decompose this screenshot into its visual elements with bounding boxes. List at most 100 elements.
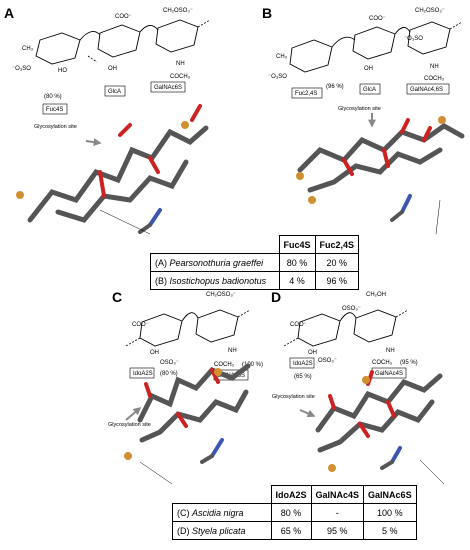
table-header: GalNAc6S [363, 485, 417, 504]
percent-b: (96 %) [326, 84, 344, 90]
table-cell: 4 % [278, 271, 316, 290]
connector-line-b [435, 199, 441, 235]
residue-galnac4s-d: GalNAc4S [375, 371, 403, 377]
chem-ch2oso3-a: CH₂OSO₃⁻ [163, 8, 193, 14]
glycosylation-site-c: Glycosylation site [108, 422, 151, 428]
chem-coo-d: COO⁻ [290, 322, 307, 328]
chem-ho-a: HO [58, 68, 67, 74]
residue-fuc4s-a: Fuc4S [46, 107, 63, 113]
chem-ch2oso3-b: CH₂OSO₃⁻ [415, 8, 445, 14]
glycosylation-site-d: Glycosylation site [272, 394, 315, 400]
row-label: (B) [155, 275, 167, 286]
structure-d [283, 309, 409, 347]
table-cell: 65 % [270, 521, 312, 540]
residue-galnac6s-a: GalNAc6S [154, 85, 182, 91]
chem-o3so-b2: ⁻O₃SO [404, 36, 423, 42]
residue-glca-a: GlcA [108, 89, 121, 95]
table-row: (C) Ascidia nigra 80 % - 100 % [172, 503, 417, 522]
table-header-row: Fuc4S Fuc2,4S [150, 235, 360, 254]
table-species-cell: (B) Isostichopus badionotus [150, 271, 280, 290]
species-name: Ascidia nigra [192, 507, 244, 518]
species-name: Isostichopus badionotus [169, 275, 267, 286]
structure-b [289, 21, 463, 73]
table-species-cell: (A) Pearsonothuria graeffei [150, 253, 280, 272]
table-header: GalNAc4S [310, 485, 365, 504]
chem-o3so-b: ⁻O₃SO [268, 74, 287, 80]
table-cell: 96 % [314, 271, 360, 290]
chem-nh-d: NH [386, 348, 395, 354]
percent-d1: (65 %) [294, 374, 312, 380]
residue-fuc24s-b: Fuc2,4S [295, 91, 317, 97]
table-corner [172, 485, 272, 504]
composition-table-1: Fuc4S Fuc2,4S (A) Pearsonothuria graeffe… [150, 235, 360, 290]
chem-coo-a: COO⁻ [115, 14, 132, 20]
table-cell: 20 % [314, 253, 360, 272]
panel-letter-a: A [4, 5, 14, 21]
panel-letter-c: C [112, 289, 122, 305]
table-header: Fuc2,4S [314, 235, 360, 254]
table-species-cell: (D) Styela plicata [172, 521, 272, 540]
chem-coch3-b: COCH₃ [424, 76, 445, 82]
table-corner [150, 235, 280, 254]
chem-ch2oso3-c: CH₂OSO₃⁻ [206, 292, 236, 298]
molecule-model-c [124, 363, 251, 464]
structure-a [35, 19, 211, 65]
table-header: Fuc4S [278, 235, 316, 254]
table-cell: 100 % [363, 503, 417, 522]
species-name: Styela plicata [192, 525, 246, 536]
chem-coo-c: COO⁻ [132, 322, 149, 328]
table-cell: 80 % [278, 253, 316, 272]
percent-d2: (95 %) [400, 360, 418, 366]
connector-line-d [419, 459, 445, 485]
chem-o3so-a: ⁻O₃SO [12, 66, 31, 72]
panel-letter-d: D [271, 289, 281, 305]
chem-coch3-c: COCH₃ [214, 362, 235, 368]
table-row: (B) Isostichopus badionotus 4 % 96 % [150, 271, 360, 290]
row-label: (C) [177, 507, 190, 518]
chem-coch3-d: COCH₃ [372, 360, 393, 366]
row-label: (D) [177, 525, 190, 536]
glycosylation-site-b: Glycosylation site [338, 106, 381, 112]
table-cell: - [310, 503, 365, 522]
table-cell: 80 % [270, 503, 312, 522]
residue-glca-b: GlcA [363, 87, 376, 93]
table-header: IdoA2S [270, 485, 312, 504]
chem-oso3-d2: OSO₃⁻ [318, 358, 337, 364]
table-species-cell: (C) Ascidia nigra [172, 503, 272, 522]
chem-ch3-a: CH₃ [22, 46, 34, 52]
connector-line-a [99, 209, 151, 235]
table-header-row: IdoA2S GalNAc4S GalNAc6S [172, 485, 417, 504]
residue-idoa2s-c: IdoA2S [133, 371, 153, 377]
table-cell: 5 % [363, 521, 417, 540]
glycosylation-site-a: Glycosylation site [34, 124, 77, 130]
composition-table-2: IdoA2S GalNAc4S GalNAc6S (C) Ascidia nig… [172, 485, 417, 540]
molecule-model-a [16, 104, 209, 234]
residue-idoa2s-d: IdoA2S [293, 361, 313, 367]
table-row: (D) Styela plicata 65 % 95 % 5 % [172, 521, 417, 540]
connector-line-c [139, 461, 173, 485]
percent-c2: (100 %) [242, 362, 263, 368]
chem-nh-c: NH [228, 348, 237, 354]
chem-nh-b: NH [430, 64, 439, 70]
species-name: Pearsonothuria graeffei [169, 257, 264, 268]
chem-coch3-a: COCH₃ [170, 74, 191, 80]
chem-oh-d: OH [308, 350, 317, 356]
chem-oh-b: OH [364, 66, 373, 72]
chem-ch2oh-d: CH₂OH [366, 292, 386, 298]
molecule-model-d [315, 370, 443, 472]
chem-oh-c: OH [150, 350, 159, 356]
percent-c1: (80 %) [160, 371, 178, 377]
chem-coo-b: COO⁻ [369, 16, 386, 22]
table-cell: 95 % [310, 521, 365, 540]
row-label: (A) [155, 257, 167, 268]
chem-nh-a: NH [176, 61, 185, 67]
chem-oso3-c: OSO₃⁻ [160, 360, 179, 366]
structure-c [125, 309, 251, 347]
chem-oh-a: OH [108, 66, 117, 72]
chem-ch3-b: CH₃ [276, 54, 288, 60]
residue-galnac46s-b: GalNAc4,6S [410, 87, 443, 93]
percent-a: (80 %) [44, 94, 62, 100]
table-row: (A) Pearsonothuria graeffei 80 % 20 % [150, 253, 360, 272]
chem-oso3-d: OSO₃⁻ [342, 306, 361, 312]
